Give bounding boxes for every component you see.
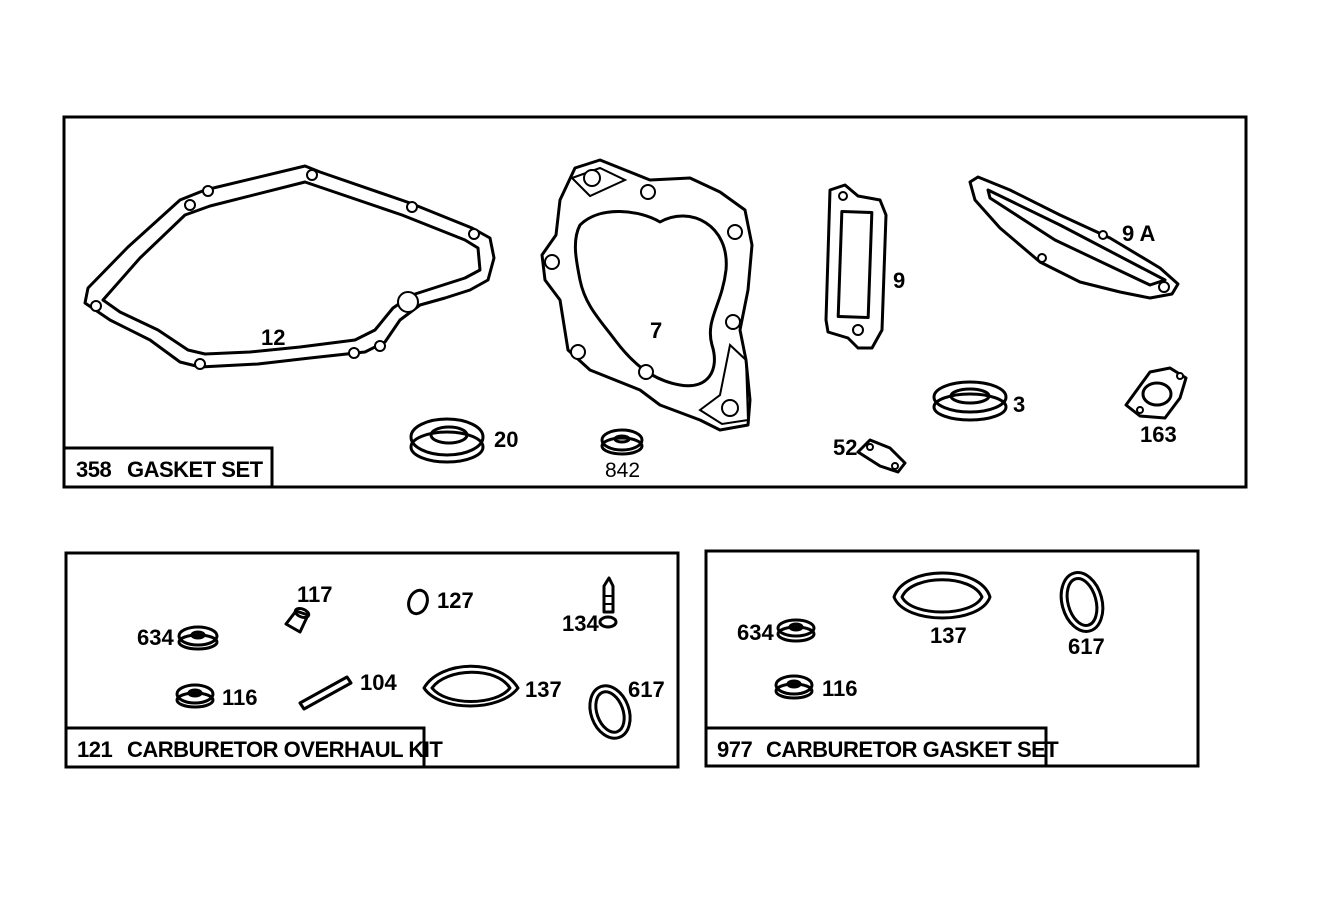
- callout-137: 137: [525, 677, 562, 702]
- long-gasket-part: [968, 175, 1180, 300]
- callout-137: 137: [930, 623, 967, 648]
- oil-seal-3-part: [932, 380, 1008, 422]
- kit-number: 121: [77, 737, 112, 762]
- callout-20: 20: [494, 427, 518, 452]
- gasket-617-part: [588, 684, 632, 740]
- callout-163: 163: [1140, 422, 1177, 447]
- panel-carburetor-gasket-set: 977 CARBURETOR GASKET SET 634 137 617 11…: [704, 549, 1200, 768]
- callout-116: 116: [822, 676, 858, 701]
- cylinder-head-gasket-part: [540, 158, 754, 432]
- callout-117: 117: [297, 582, 333, 607]
- panel-carburetor-overhaul-kit: 121 CARBURETOR OVERHAUL KIT 117 127 134 …: [64, 551, 680, 769]
- callout-842: 842: [605, 459, 640, 482]
- callout-3: 3: [1013, 392, 1025, 417]
- kit-label-box: [704, 726, 1048, 768]
- washer-634-part: [776, 618, 816, 643]
- flange-gasket-163-part: [1124, 366, 1188, 420]
- gasket-137-part: [422, 664, 520, 708]
- callout-617: 617: [628, 677, 665, 702]
- pin-104-part: [298, 675, 353, 711]
- callout-127: 127: [437, 588, 474, 613]
- callout-52: 52: [833, 435, 857, 460]
- callout-634: 634: [137, 625, 174, 650]
- kit-number: 977: [717, 737, 752, 762]
- kit-name: CARBURETOR GASKET SET: [766, 737, 1059, 762]
- washer-116-part: [175, 683, 215, 709]
- callout-9a: 9 A: [1122, 221, 1156, 246]
- kit-label-box: [64, 726, 426, 769]
- panel-frame: [62, 115, 1248, 489]
- callout-634: 634: [737, 620, 774, 645]
- intake-gasket-part: [824, 183, 888, 350]
- o-ring-127-part: [407, 588, 429, 616]
- sleeve-117-part: [284, 607, 311, 634]
- panel-frame: [704, 549, 1200, 768]
- callout-9: 9: [893, 268, 905, 293]
- kit-label-box: [62, 446, 274, 489]
- callout-134: 134: [562, 611, 599, 636]
- kit-name: GASKET SET: [127, 457, 264, 482]
- kit-number: 358: [76, 457, 111, 482]
- panel-gasket-set: 358 GASKET SET 12: [62, 115, 1248, 489]
- callout-12: 12: [261, 325, 285, 350]
- washer-842-part: [600, 428, 644, 456]
- washer-116-part: [774, 674, 814, 700]
- oil-seal-20-part: [409, 417, 485, 464]
- panel-frame: [64, 551, 680, 769]
- washer-634-part: [177, 625, 219, 651]
- callout-7: 7: [650, 318, 662, 343]
- needle-valve-134-part: [598, 576, 618, 629]
- kit-name: CARBURETOR OVERHAUL KIT: [127, 737, 443, 762]
- gasket-137-part: [892, 571, 992, 620]
- crankcase-gasket-part: [83, 164, 496, 370]
- small-gasket-52-part: [856, 438, 907, 474]
- callout-116: 116: [222, 685, 258, 710]
- gasket-617-part: [1059, 571, 1105, 633]
- callout-104: 104: [360, 670, 397, 695]
- callout-617: 617: [1068, 634, 1105, 659]
